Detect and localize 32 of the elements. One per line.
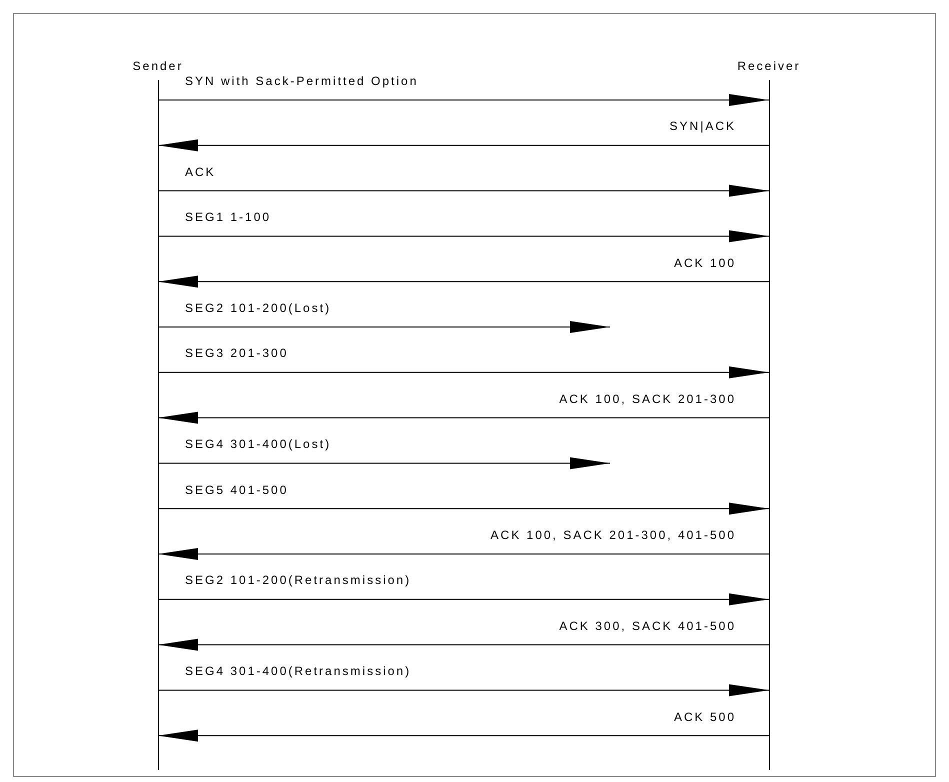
edge-label: SEG4 301-400(Retransmission): [185, 663, 412, 680]
message-arrow: [158, 593, 770, 606]
edge-label: SEG5 401-500: [185, 482, 288, 498]
message-arrow: [158, 276, 770, 288]
message-arrow: [158, 502, 770, 515]
edge-label: SEG1 1-100: [185, 209, 272, 226]
edge-label: SYN|ACK: [670, 118, 736, 134]
participant-label: Receiver: [737, 58, 801, 74]
edge-label: SEG2 101-200(Retransmission): [185, 572, 412, 588]
message-arrow: [158, 139, 770, 152]
message-arrow: [158, 412, 770, 424]
edge-label: SEG3 201-300: [185, 345, 288, 362]
message-arrow: [158, 638, 770, 651]
edge-label: ACK 500: [674, 708, 736, 725]
edge-label: SEG4 301-400(Lost): [185, 436, 332, 452]
participant-label: Sender: [132, 58, 184, 74]
message-arrow: [158, 184, 770, 197]
message-arrow: [158, 94, 770, 106]
edge-label: ACK: [185, 164, 216, 180]
message-arrow: [158, 730, 770, 742]
message-arrow: [158, 457, 610, 470]
edge-label: ACK 300, SACK 401-500: [559, 618, 736, 634]
message-arrow: [158, 321, 610, 333]
edge-label: ACK 100: [674, 254, 736, 271]
edge-label: ACK 100, SACK 201-300: [559, 390, 736, 407]
edge-label: SEG2 101-200(Lost): [185, 300, 332, 316]
message-arrow: [158, 366, 770, 378]
edge-label: ACK 100, SACK 201-300, 401-500: [490, 527, 736, 543]
message-arrow: [158, 548, 770, 560]
message-arrow: [158, 684, 770, 696]
edge-label: SYN with Sack-Permitted Option: [185, 73, 418, 89]
message-arrow: [158, 230, 770, 242]
